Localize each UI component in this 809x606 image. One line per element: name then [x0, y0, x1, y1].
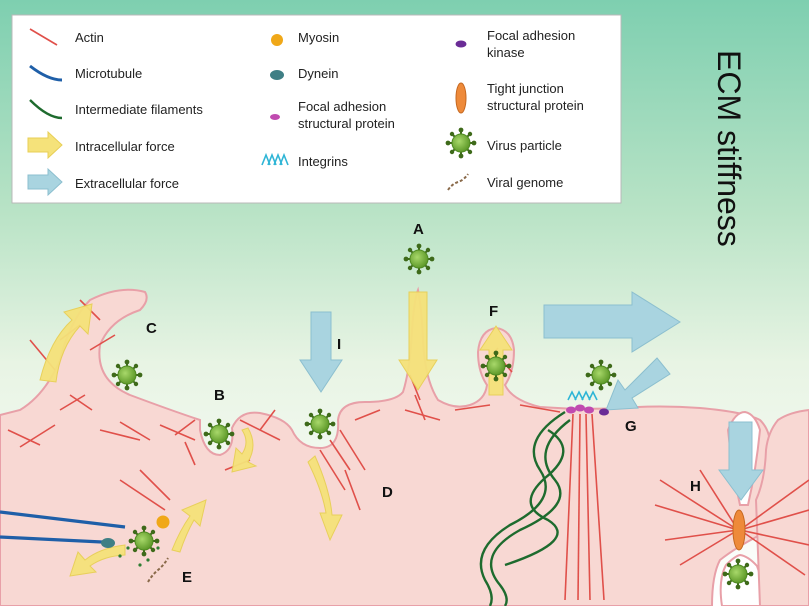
legend-item-dynein: Dynein	[270, 66, 338, 81]
legend-label-myosin: Myosin	[298, 30, 339, 45]
legend-label-extracellular-force: Extracellular force	[75, 176, 179, 191]
label-I: I	[337, 336, 341, 353]
legend-item-tight-junction: Tight junction structural protein	[455, 81, 584, 114]
actin-icon	[29, 28, 58, 46]
legend-item-extracellular-force: Extracellular force	[27, 167, 179, 197]
legend-label-dynein: Dynein	[298, 66, 338, 81]
tight-junction-protein	[732, 509, 746, 551]
legend-label-focal-adhesion-protein-1: Focal adhesion	[298, 99, 386, 114]
force-arrow-E-left	[69, 544, 126, 577]
force-arrow-A	[398, 291, 438, 391]
force-arrow-C	[39, 303, 93, 383]
legend-label-fak-2: kinase	[487, 45, 525, 60]
legend-label-focal-adhesion-protein-2: structural protein	[298, 116, 395, 131]
legend-label-microtubule: Microtubule	[75, 66, 142, 81]
label-D: D	[382, 484, 393, 501]
legend-item-actin: Actin	[29, 28, 104, 46]
extracellular-force-arrow-top	[543, 291, 681, 353]
label-A: A	[413, 221, 424, 238]
legend-label-intermediate: Intermediate filaments	[75, 102, 203, 117]
legend-item-viral-genome: Viral genome	[447, 173, 563, 191]
legend-item-focal-adhesion-kinase: Focal adhesion kinase	[455, 28, 575, 60]
dynein-icon	[270, 70, 284, 80]
force-arrow-D	[307, 455, 343, 542]
ecm-stiffness-title: ECM stiffness	[711, 50, 747, 247]
focal-adhesion-complex	[566, 390, 609, 416]
extracellular-force-arrow-G	[605, 357, 671, 411]
force-arrow-B	[231, 427, 258, 473]
legend-item-integrins: Integrins	[261, 152, 348, 169]
extracellular-force-arrow-H	[718, 421, 764, 501]
microtubule-icon	[29, 64, 63, 82]
label-H: H	[690, 478, 701, 495]
dynein-motor	[101, 538, 115, 548]
stress-fibers	[564, 413, 605, 601]
legend-label-viral-genome: Viral genome	[487, 175, 563, 190]
junction-actin	[654, 469, 809, 576]
legend-label-virus-particle: Virus particle	[487, 138, 562, 153]
microtubules	[0, 510, 126, 544]
focal-adhesion-kinase-icon	[455, 40, 467, 48]
legend-label-fak-1: Focal adhesion	[487, 28, 575, 43]
legend-box	[11, 14, 622, 204]
legend-label-actin: Actin	[75, 30, 104, 45]
extracellular-force-arrow-icon	[27, 167, 63, 197]
intracellular-force-arrow-icon	[27, 130, 63, 160]
legend-item-focal-adhesion-protein: Focal adhesion structural protein	[270, 99, 395, 131]
myosin-motor	[156, 515, 170, 529]
intermediate-filaments	[479, 410, 571, 606]
legend-label-intracellular-force: Intracellular force	[75, 139, 175, 154]
legend-item-intermediate: Intermediate filaments	[29, 99, 203, 120]
myosin-icon	[271, 34, 283, 46]
legend-item-virus-particle: Virus particle	[444, 126, 562, 160]
viral-genome-strand	[147, 557, 169, 583]
integrin-icon	[261, 152, 289, 166]
label-F: F	[489, 303, 498, 320]
label-G: G	[625, 418, 637, 435]
label-E: E	[182, 569, 192, 586]
extracellular-force-arrows	[299, 291, 764, 501]
label-B: B	[214, 387, 225, 404]
viral-genome-icon	[447, 173, 469, 191]
actin-filaments	[7, 299, 561, 511]
tight-junction-protein-icon	[455, 82, 467, 114]
intracellular-force-arrows	[39, 291, 513, 577]
neighbor-cell	[754, 408, 809, 606]
viral-genome-dots	[118, 546, 160, 567]
legend-item-intracellular-force: Intracellular force	[27, 130, 175, 160]
legend-label-integrins: Integrins	[298, 154, 348, 169]
extracellular-force-arrow-I	[299, 311, 343, 393]
force-arrow-E-up	[171, 499, 207, 553]
legend-item-microtubule: Microtubule	[29, 64, 142, 82]
intermediate-filament-icon	[29, 99, 63, 120]
focal-adhesion-protein-icon	[270, 114, 280, 120]
legend-label-tight-junction-1: Tight junction	[487, 81, 564, 96]
legend-label-tight-junction-2: structural protein	[487, 98, 584, 113]
label-C: C	[146, 320, 157, 337]
legend: Actin Microtubule Intermediate filaments…	[11, 14, 622, 204]
legend-item-myosin: Myosin	[271, 30, 339, 46]
